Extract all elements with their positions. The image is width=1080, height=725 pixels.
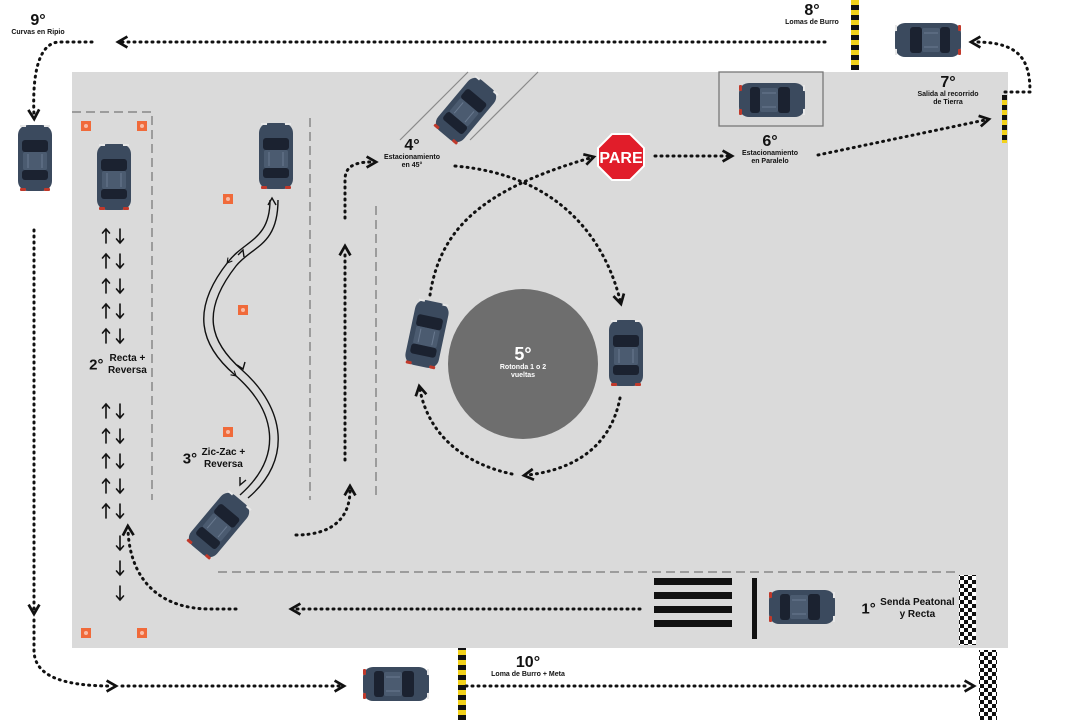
- down-arrow: [115, 478, 125, 495]
- station-8-label: 8° Lomas de Burro: [772, 2, 852, 27]
- car-2: [96, 143, 132, 211]
- station-4-text-1: Estacionamiento: [383, 154, 440, 161]
- station-3-text-1: Zic-Zac +: [201, 447, 246, 458]
- station-10-label: 10° Loma de Burro + Meta: [480, 654, 576, 679]
- station-4-label: 4° Estacionamiento en 45°: [372, 137, 452, 170]
- roundabout: [448, 289, 598, 439]
- up-arrow: [101, 427, 111, 444]
- straight-reverse-arrows: [101, 227, 125, 602]
- down-arrow: [115, 403, 125, 420]
- up-arrow: [101, 502, 111, 519]
- station-3-number: 3°: [182, 450, 198, 468]
- checker-flag-start: [959, 575, 976, 645]
- station-1-text-1: Senda Peatonal: [880, 597, 955, 608]
- stop-sign-text: PARE: [599, 150, 643, 167]
- down-arrow: [115, 585, 125, 602]
- down-arrow: [115, 253, 125, 270]
- station-5-text-1: Rotonda 1 o 2: [499, 364, 547, 371]
- speed-bump-7: [1002, 95, 1007, 143]
- speed-bump-10: [458, 648, 466, 720]
- station-1-text-2: y Recta: [899, 609, 936, 620]
- crosswalk: [654, 578, 757, 639]
- station-2-number: 2°: [89, 356, 104, 374]
- down-arrow: [115, 228, 125, 245]
- down-arrow: [115, 328, 125, 345]
- station-2-text-1: Recta +: [109, 353, 146, 364]
- lane-lines: [72, 111, 955, 573]
- down-arrow: [115, 303, 125, 320]
- up-arrow: [101, 302, 111, 319]
- car-1: [768, 589, 836, 625]
- station-9-number: 9°: [30, 12, 46, 29]
- zigzag-tracks: [203, 199, 279, 499]
- car-5-right: [608, 319, 644, 387]
- down-arrow: [115, 453, 125, 470]
- up-arrow: [101, 227, 111, 244]
- stop-sign: PARE: [597, 133, 645, 181]
- station-7-label: 7° Salida al recorrido de Tierra: [906, 74, 990, 107]
- station-2-label: 2° Recta + Reversa: [78, 353, 158, 377]
- station-7-number: 7°: [940, 74, 956, 91]
- station-6-label: 6° Estacionamiento en Paralelo: [728, 133, 812, 166]
- station-7-text-2: de Tierra: [933, 99, 963, 106]
- station-6-number: 6°: [762, 133, 778, 150]
- station-1-number: 1°: [861, 600, 876, 618]
- station-5-label: 5° Rotonda 1 o 2 vueltas: [483, 344, 563, 380]
- up-arrow: [101, 252, 111, 269]
- station-9-text: Curvas en Ripio: [11, 29, 65, 36]
- angled-parking-lines: [399, 71, 539, 141]
- station-3-label: 3° Zic-Zac + Reversa: [176, 447, 252, 471]
- car-8: [894, 22, 962, 58]
- car-10: [362, 666, 430, 702]
- station-7-text-1: Salida al recorrido: [917, 91, 979, 98]
- station-10-number: 10°: [515, 654, 541, 671]
- up-arrow: [101, 477, 111, 494]
- station-2-text-2: Reversa: [107, 365, 147, 376]
- station-5-text-2: vueltas: [510, 372, 536, 379]
- up-arrow: [101, 402, 111, 419]
- car-3-top: [258, 122, 294, 190]
- up-arrow: [101, 277, 111, 294]
- station-6-text-2: en Paralelo: [751, 158, 789, 165]
- station-9-label: 9° Curvas en Ripio: [0, 12, 76, 37]
- down-arrow: [115, 428, 125, 445]
- down-arrow: [115, 560, 125, 577]
- checker-flag-finish: [979, 650, 997, 720]
- speed-bump-8: [851, 0, 859, 70]
- station-1-label: 1° Senda Peatonal y Recta: [856, 597, 960, 621]
- station-10-text: Loma de Burro + Meta: [491, 671, 565, 678]
- station-8-number: 8°: [804, 2, 820, 19]
- down-arrow: [115, 278, 125, 295]
- car-6: [738, 82, 806, 118]
- station-8-text: Lomas de Burro: [785, 19, 839, 26]
- up-arrow: [101, 452, 111, 469]
- station-5-number: 5°: [514, 344, 532, 364]
- down-arrow: [115, 535, 125, 552]
- station-6-text-1: Estacionamiento: [741, 150, 798, 157]
- station-4-number: 4°: [404, 137, 420, 154]
- station-3-text-2: Reversa: [203, 459, 243, 470]
- down-arrow: [115, 503, 125, 520]
- station-4-text-2: en 45°: [401, 162, 423, 169]
- parallel-parking-box: [718, 71, 824, 127]
- route-paths: [27, 35, 1032, 693]
- up-arrow: [101, 327, 111, 344]
- car-9: [17, 124, 53, 192]
